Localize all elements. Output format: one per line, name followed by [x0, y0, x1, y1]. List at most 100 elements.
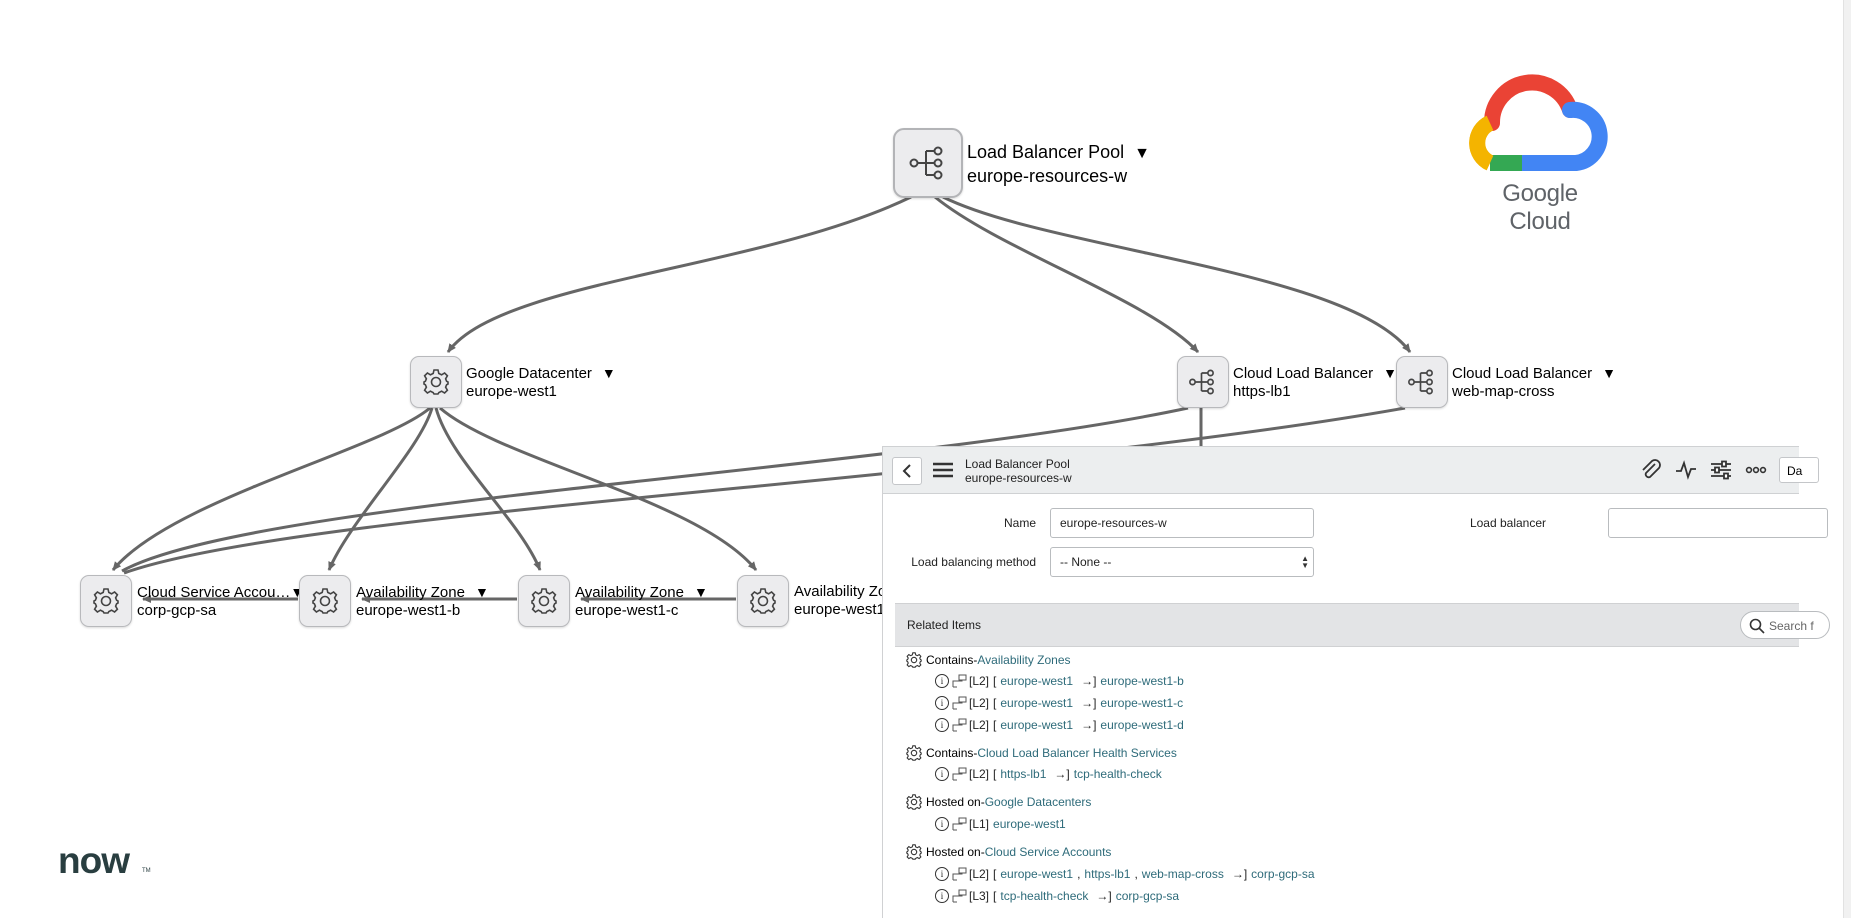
- bracket-close: ]: [1093, 696, 1097, 710]
- bracket-close: ]: [1093, 718, 1097, 732]
- name-field[interactable]: europe-resources-w: [1050, 508, 1314, 538]
- gear-icon: [531, 588, 557, 614]
- target-link[interactable]: tcp-health-check: [1073, 767, 1162, 781]
- bracket-open: [: [993, 696, 997, 710]
- bracket-open: [: [993, 718, 997, 732]
- gear-icon: [423, 369, 449, 395]
- relation-target-link[interactable]: Cloud Load Balancer Health Services: [977, 746, 1177, 760]
- node-type: Availability Zo: [794, 583, 887, 600]
- path-link[interactable]: europe-west1: [1000, 674, 1074, 688]
- node-label-root: Load Balancer Pool▼ europe-resources-w: [967, 141, 1150, 187]
- load-balancer-field[interactable]: [1608, 508, 1828, 538]
- back-button[interactable]: [892, 457, 922, 485]
- path-arrow: →: [1081, 718, 1094, 732]
- related-items-title: Related Items: [907, 618, 982, 632]
- path-link[interactable]: europe-west1: [1000, 867, 1074, 881]
- target-link[interactable]: corp-gcp-sa: [1251, 867, 1315, 881]
- relation-target-link[interactable]: Cloud Service Accounts: [984, 845, 1112, 859]
- target-link[interactable]: europe-west1: [993, 817, 1066, 831]
- node-label-datacenter: Google Datacenter▼ europe-west1: [466, 364, 616, 401]
- node-cloud-load-balancer-https[interactable]: [1177, 356, 1229, 408]
- ci-relation-icon[interactable]: [951, 867, 967, 881]
- ci-relation-icon[interactable]: [951, 696, 967, 710]
- hamburger-menu-icon[interactable]: [933, 462, 953, 478]
- path-link[interactable]: https-lb1: [1084, 867, 1131, 881]
- record-name: europe-resources-w: [965, 471, 1072, 485]
- edge-dc-azd: [439, 406, 758, 571]
- relation-type: Hosted on: [926, 845, 981, 859]
- relation-group: Hosted on - Google Datacenters: [905, 793, 1091, 811]
- node-availability-zone-b[interactable]: [299, 575, 351, 627]
- load-balancing-method-select[interactable]: -- None -- ▲▼: [1050, 547, 1314, 577]
- hierarchy-icon: [909, 146, 943, 180]
- info-icon[interactable]: i: [935, 718, 949, 732]
- related-search-input[interactable]: Search f: [1740, 611, 1830, 639]
- vertical-scrollbar[interactable]: [1843, 0, 1851, 918]
- node-name: https-lb1: [1233, 383, 1291, 400]
- panel-header: Load Balancer Pool europe-resources-w Da: [883, 446, 1819, 494]
- ci-relation-icon[interactable]: [951, 889, 967, 903]
- node-cloud-load-balancer-web-map[interactable]: [1396, 356, 1448, 408]
- relation-type: Hosted on: [926, 795, 981, 809]
- path-link[interactable]: https-lb1: [1000, 767, 1047, 781]
- target-link[interactable]: europe-west1-d: [1100, 718, 1184, 732]
- relation-target-link[interactable]: Google Datacenters: [984, 795, 1092, 809]
- ci-relation-icon[interactable]: [951, 767, 967, 781]
- ci-relation-icon[interactable]: [951, 674, 967, 688]
- paperclip-icon[interactable]: [1640, 459, 1662, 480]
- node-name: europe-west1-c: [575, 602, 679, 619]
- record-type: Load Balancer Pool: [965, 457, 1070, 471]
- info-icon[interactable]: i: [935, 889, 949, 903]
- info-icon[interactable]: i: [935, 674, 949, 688]
- hierarchy-icon: [1189, 369, 1214, 395]
- node-availability-zone-d[interactable]: [737, 575, 789, 627]
- relation-target-link[interactable]: Availability Zones: [977, 653, 1071, 667]
- path-link[interactable]: europe-west1: [1000, 718, 1074, 732]
- relation-type: Contains: [926, 746, 974, 760]
- relation-sep: -: [980, 795, 985, 809]
- target-link[interactable]: corp-gcp-sa: [1115, 889, 1180, 903]
- edge-dc-azb: [327, 407, 434, 571]
- activity-icon[interactable]: [1675, 460, 1697, 480]
- gear-icon[interactable]: [905, 744, 923, 762]
- info-icon[interactable]: i: [935, 817, 949, 831]
- gear-icon[interactable]: [905, 793, 923, 811]
- servicenow-tm: TM: [142, 868, 151, 874]
- node-menu-arrow[interactable]: ▼: [693, 584, 708, 600]
- edge-lb2-sa: [123, 406, 1406, 575]
- info-icon[interactable]: i: [935, 696, 949, 710]
- header-action-button[interactable]: Da: [1779, 457, 1819, 483]
- node-menu-arrow[interactable]: ▼: [1134, 145, 1150, 162]
- target-link[interactable]: europe-west1-b: [1100, 674, 1184, 688]
- gear-icon: [93, 588, 119, 614]
- gear-icon[interactable]: [905, 651, 923, 669]
- path-link[interactable]: web-map-cross: [1141, 867, 1224, 881]
- more-icon[interactable]: [1745, 460, 1767, 480]
- info-icon[interactable]: i: [935, 867, 949, 881]
- node-load-balancer-pool[interactable]: [893, 128, 963, 198]
- node-menu-arrow[interactable]: ▼: [474, 584, 489, 600]
- ci-relation-icon[interactable]: [951, 817, 967, 831]
- node-cloud-service-account[interactable]: [80, 575, 132, 627]
- path-link[interactable]: tcp-health-check: [1000, 889, 1089, 903]
- related-items-bar: Related Items Search f: [895, 603, 1830, 647]
- sliders-icon[interactable]: [1710, 460, 1732, 480]
- node-menu-arrow[interactable]: ▼: [1383, 365, 1397, 381]
- node-type: Availability Zone: [356, 584, 465, 601]
- node-google-datacenter[interactable]: [410, 356, 462, 408]
- path-link[interactable]: europe-west1: [1000, 696, 1074, 710]
- target-link[interactable]: europe-west1-c: [1100, 696, 1184, 710]
- info-icon[interactable]: i: [935, 767, 949, 781]
- edge-pool-lb2: [942, 195, 1412, 353]
- node-menu-arrow[interactable]: ▼: [1602, 365, 1616, 381]
- panel-title: Load Balancer Pool europe-resources-w: [965, 457, 1072, 485]
- node-label-az-d: Availability Zo europe-west1-: [794, 583, 890, 619]
- node-menu-arrow[interactable]: ▼: [601, 365, 616, 381]
- node-name: europe-west1-: [794, 601, 890, 618]
- edge-dc-sa: [111, 406, 431, 571]
- node-availability-zone-c[interactable]: [518, 575, 570, 627]
- node-name: europe-resources-w: [967, 166, 1128, 186]
- gear-icon[interactable]: [905, 843, 923, 861]
- relation-sep: -: [973, 746, 978, 760]
- ci-relation-icon[interactable]: [951, 718, 967, 732]
